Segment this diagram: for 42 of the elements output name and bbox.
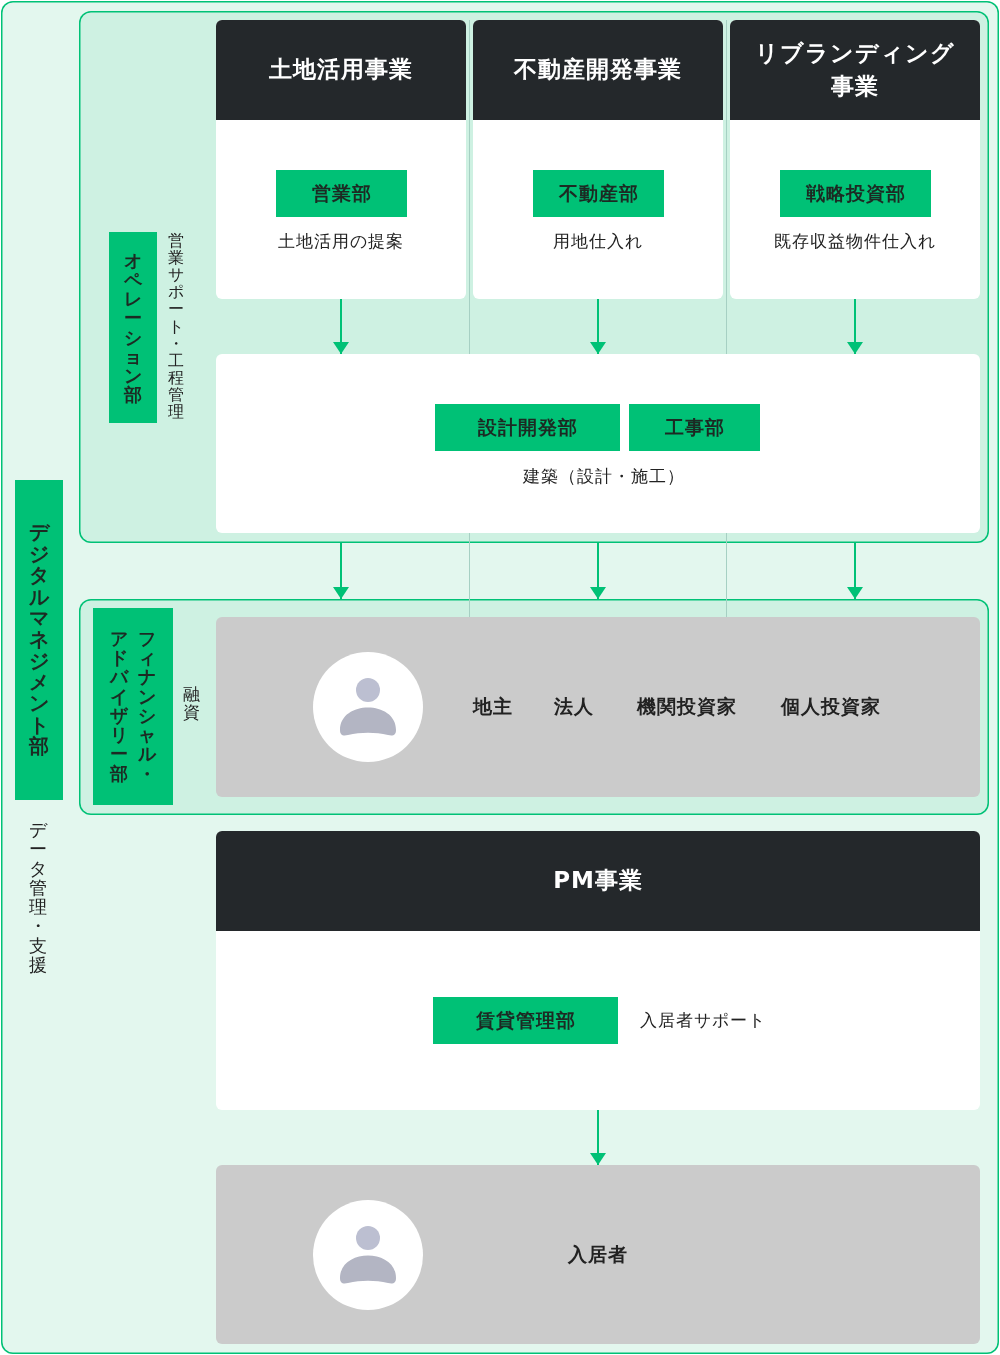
- arrow: [847, 542, 863, 600]
- department-caption: 用地仕入れ: [553, 229, 643, 253]
- arrow: [590, 1109, 606, 1166]
- business-card: [216, 20, 466, 299]
- department-box: 賃貸管理部: [433, 997, 618, 1044]
- department-box: 不動産部: [533, 170, 664, 217]
- business-card: [473, 20, 723, 299]
- card-header: PM事業: [216, 831, 980, 931]
- department-caption: 土地活用の提案: [278, 229, 404, 253]
- business-card: [730, 20, 980, 299]
- arrow: [590, 542, 606, 600]
- section-panel: [79, 599, 989, 815]
- department-caption: 入居者サポート: [640, 1008, 766, 1032]
- arrow: [333, 542, 349, 600]
- section-panel: [79, 11, 989, 543]
- department-bar: フィナンシャル・アドバイザリー部: [93, 608, 173, 805]
- side-caption: 営業サポート・工程管理: [167, 232, 185, 421]
- customer-label: 機関投資家: [637, 694, 737, 719]
- card-header: 不動産開発事業: [473, 20, 723, 120]
- box-caption: 建築（設計・施工）: [523, 464, 685, 488]
- customer-label: 地主: [473, 694, 513, 719]
- department-bar: デジタルマネジメント部: [15, 480, 63, 800]
- department-caption: 既存収益物件仕入れ: [774, 229, 936, 253]
- customer-box: [216, 617, 980, 797]
- content-box: [216, 354, 980, 533]
- arrow: [333, 298, 349, 355]
- card-header: リブランディング事業: [730, 20, 980, 120]
- side-caption: データ管理・支援: [28, 820, 49, 974]
- arrow: [847, 298, 863, 355]
- arrow: [590, 298, 606, 355]
- customer-label: 入居者: [568, 1242, 628, 1267]
- business-card: [216, 831, 980, 1110]
- department-box: 営業部: [276, 170, 407, 217]
- customer-box: [216, 1165, 980, 1344]
- department-box: 工事部: [629, 404, 760, 451]
- department-bar: オペレーション部: [109, 232, 157, 423]
- customer-label: 個人投資家: [781, 694, 881, 719]
- card-header: 土地活用事業: [216, 20, 466, 120]
- side-caption: 融資: [182, 685, 202, 722]
- customer-label: 法人: [554, 694, 594, 719]
- department-box: 設計開発部: [435, 404, 620, 451]
- department-box: 戦略投資部: [780, 170, 931, 217]
